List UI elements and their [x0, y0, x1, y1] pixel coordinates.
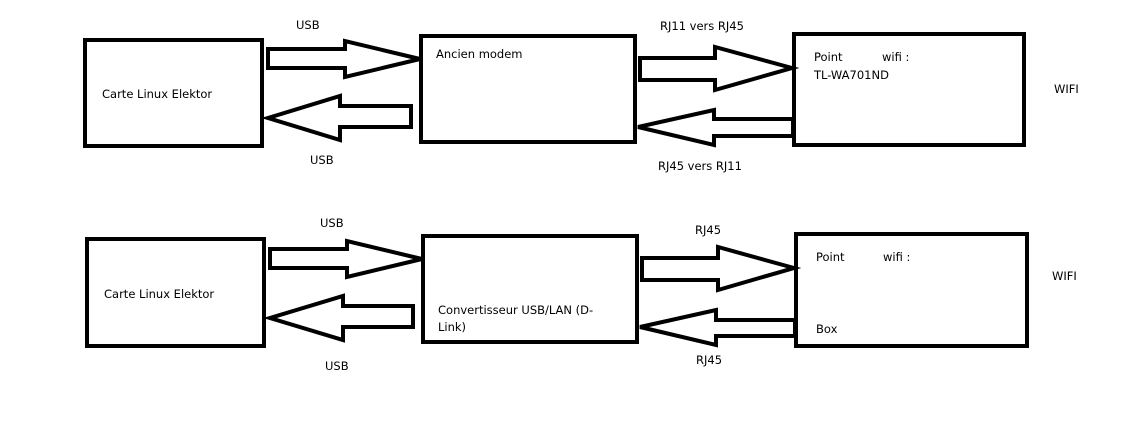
label-usb-forward-1: USB	[296, 18, 320, 32]
label-point-2: Point	[816, 250, 845, 264]
box-convertisseur	[421, 234, 639, 344]
arrow-usb-back-2	[263, 293, 415, 343]
label-wifi-colon-2: wifi :	[883, 250, 911, 264]
label-carte-linux-1: Carte Linux Elektor	[102, 87, 213, 101]
label-usb-back-2: USB	[325, 359, 349, 373]
box-ancien-modem	[419, 34, 637, 144]
label-carte-linux-2: Carte Linux Elektor	[104, 287, 215, 301]
label-rj-forward-1: RJ11 vers RJ45	[660, 19, 744, 33]
label-rj-back-1: RJ45 vers RJ11	[658, 159, 742, 173]
arrow-rj-back-1	[637, 107, 795, 148]
label-wireless-2: WIFI	[1052, 269, 1077, 283]
arrow-usb-forward-1	[266, 38, 421, 80]
label-ap-model-2: Box	[816, 322, 838, 336]
label-point-1: Point	[814, 50, 843, 64]
label-ancien-modem: Ancien modem	[436, 47, 523, 61]
label-usb-back-1: USB	[310, 153, 334, 167]
label-ap-model-1: TL-WA701ND	[814, 68, 889, 82]
arrow-rj-forward-1	[638, 44, 800, 93]
box-point-wifi-1	[792, 32, 1026, 147]
arrow-usb-back-1	[261, 93, 413, 143]
arrow-usb-forward-2	[268, 238, 423, 280]
label-usb-forward-2: USB	[320, 216, 344, 230]
box-carte-linux-2	[85, 237, 266, 348]
label-wifi-colon-1: wifi :	[882, 50, 910, 64]
box-point-wifi-2	[794, 232, 1029, 348]
label-convertisseur: Convertisseur USB/LAN (D-Link)	[438, 303, 594, 334]
arrow-rj-forward-2	[640, 244, 802, 293]
box-carte-linux-1	[83, 38, 264, 148]
arrow-rj-back-2	[639, 307, 797, 348]
label-rj-forward-2: RJ45	[695, 223, 722, 237]
label-wireless-1: WIFI	[1054, 82, 1079, 96]
label-rj-back-2: RJ45	[696, 353, 723, 367]
